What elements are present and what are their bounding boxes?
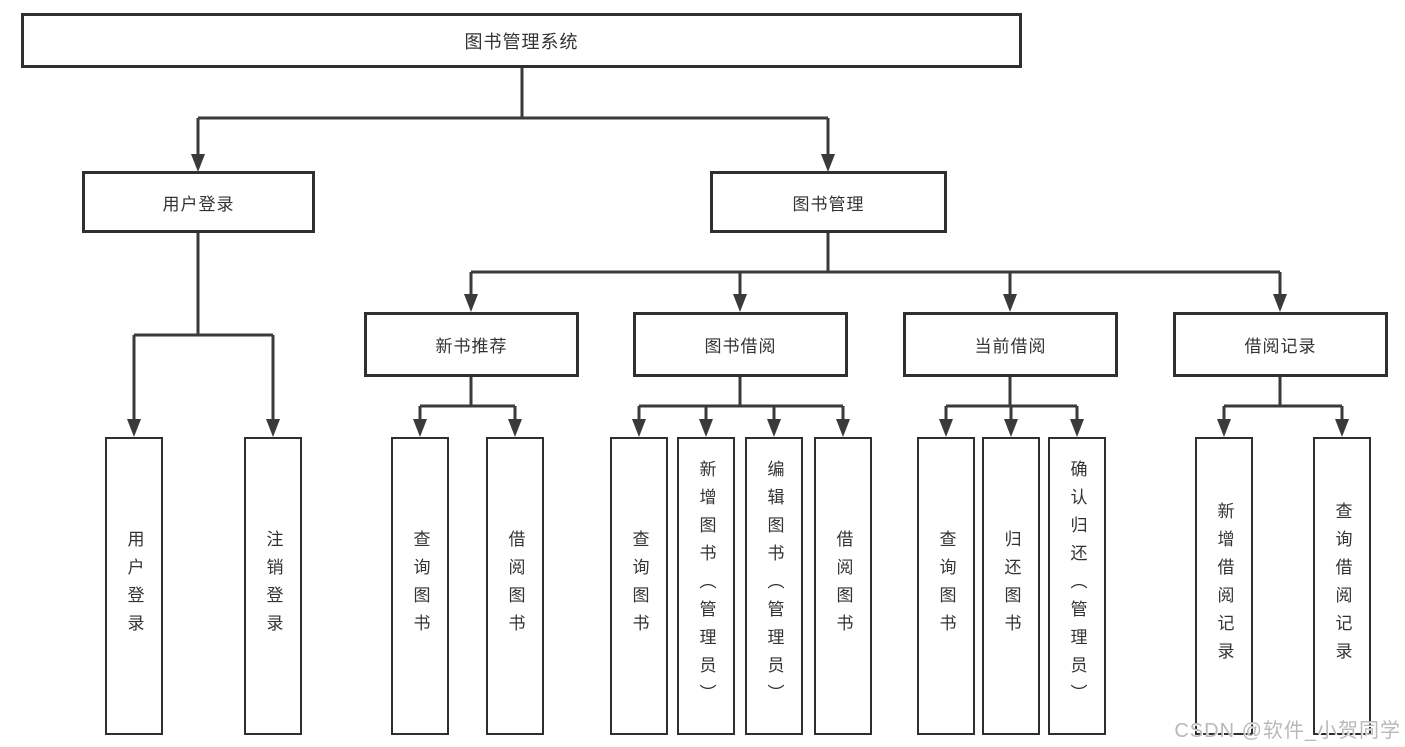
node-leaf-logout: 注销登录 <box>244 437 302 735</box>
node-leaf-borrow-books: 借阅图书 <box>814 437 872 735</box>
node-leaf-query-borrow-record: 查询借阅记录 <box>1313 437 1371 735</box>
node-leaf-newbook-query-books: 查询图书 <box>391 437 449 735</box>
csdn-watermark: CSDN @软件_小贺同学 <box>1174 720 1401 742</box>
node-leaf-user-login: 用户登录 <box>105 437 163 735</box>
node-leaf-add-books-admin: 新增图书（管理员） <box>677 437 735 735</box>
arrowheads <box>127 154 1349 437</box>
node-borrow-records: 借阅记录 <box>1173 312 1388 377</box>
leaf-label: 编辑图书（管理员） <box>764 460 784 712</box>
leaf-label: 查询图书 <box>629 530 649 642</box>
leaf-label: 查询图书 <box>410 530 430 642</box>
leaf-label: 用户登录 <box>124 530 144 642</box>
leaf-label: 借阅图书 <box>833 530 853 642</box>
leaf-label: 归还图书 <box>1001 530 1021 642</box>
node-leaf-newbook-borrow-books: 借阅图书 <box>486 437 544 735</box>
node-new-book-recommend: 新书推荐 <box>364 312 579 377</box>
node-leaf-borrow-query-books: 查询图书 <box>610 437 668 735</box>
node-root-system: 图书管理系统 <box>21 13 1022 68</box>
node-leaf-confirm-return-admin: 确认归还（管理员） <box>1048 437 1106 735</box>
leaf-label: 确认归还（管理员） <box>1067 460 1087 712</box>
node-leaf-add-borrow-record: 新增借阅记录 <box>1195 437 1253 735</box>
leaf-label: 借阅图书 <box>505 530 525 642</box>
node-book-borrowing: 图书借阅 <box>633 312 848 377</box>
node-current-borrowing: 当前借阅 <box>903 312 1118 377</box>
node-leaf-edit-books-admin: 编辑图书（管理员） <box>745 437 803 735</box>
leaf-label: 新增图书（管理员） <box>696 460 716 712</box>
leaf-label: 新增借阅记录 <box>1214 502 1234 670</box>
node-leaf-current-query-books: 查询图书 <box>917 437 975 735</box>
leaf-label: 查询借阅记录 <box>1332 502 1352 670</box>
node-user-login: 用户登录 <box>82 171 315 233</box>
leaf-label: 注销登录 <box>263 530 283 642</box>
node-book-management: 图书管理 <box>710 171 947 233</box>
node-leaf-return-books: 归还图书 <box>982 437 1040 735</box>
leaf-label: 查询图书 <box>936 530 956 642</box>
